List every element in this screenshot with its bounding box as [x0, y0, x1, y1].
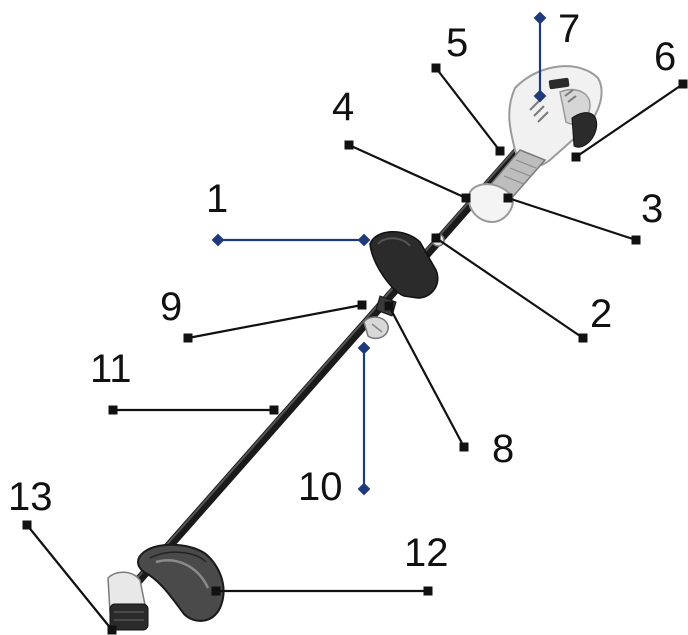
leader-marker-10-label-end	[357, 482, 371, 496]
leader-marker-4-label-end	[344, 140, 354, 150]
leader-line-4	[348, 143, 467, 200]
leader-marker-11-part-end	[269, 405, 279, 415]
leader-marker-5-part-end	[495, 146, 505, 156]
leader-marker-1-label-end	[211, 233, 225, 247]
callout-leaders	[22, 11, 688, 635]
callout-number-8: 8	[492, 427, 514, 471]
leader-marker-11-label-end	[108, 405, 118, 415]
front-handle	[369, 231, 439, 299]
callout-number-13: 13	[8, 475, 53, 519]
leader-marker-6-label-end	[678, 79, 688, 89]
leader-marker-9-part-end	[357, 300, 367, 310]
leader-marker-13-part-end	[107, 625, 117, 635]
leader-marker-3-label-end	[631, 235, 641, 245]
leader-marker-8-label-end	[459, 442, 469, 452]
string-trimmer-illustration	[107, 65, 603, 631]
leader-marker-3-part-end	[503, 193, 513, 203]
cutting-head	[107, 571, 149, 631]
leader-line-5	[435, 67, 501, 152]
leader-marker-5-label-end	[431, 63, 441, 73]
callout-number-5: 5	[446, 21, 468, 65]
callout-number-1: 1	[206, 177, 228, 221]
callout-number-4: 4	[332, 85, 354, 129]
callout-number-3: 3	[641, 187, 663, 231]
callout-number-2: 2	[590, 292, 612, 336]
leader-line-6	[575, 83, 684, 158]
leader-marker-8-part-end	[384, 301, 394, 311]
leader-marker-2-part-end	[431, 233, 441, 243]
leader-marker-2-label-end	[578, 333, 588, 343]
leader-line-9	[187, 303, 363, 340]
leader-marker-1-part-end	[357, 233, 371, 247]
leader-marker-6-part-end	[571, 152, 581, 162]
callout-number-10: 10	[298, 465, 343, 509]
leader-marker-9-label-end	[183, 333, 193, 343]
leader-line-13	[26, 524, 113, 631]
motor-housing	[508, 65, 603, 168]
leader-line-2	[435, 237, 584, 339]
leader-line-3	[507, 196, 637, 242]
leader-marker-13-label-end	[22, 520, 32, 530]
callout-number-6: 6	[654, 35, 676, 79]
leader-marker-10-part-end	[357, 341, 371, 355]
callout-number-11: 11	[90, 347, 132, 391]
leader-marker-4-part-end	[461, 193, 471, 203]
leader-marker-12-label-end	[423, 586, 433, 596]
callout-number-7: 7	[558, 7, 580, 51]
switch-collar	[467, 183, 514, 224]
callout-number-12: 12	[404, 531, 449, 575]
leader-marker-12-part-end	[211, 586, 221, 596]
callout-number-9: 9	[160, 285, 182, 329]
leader-marker-7-label-end	[533, 11, 547, 25]
leader-line-8	[388, 305, 465, 448]
callout-numbers: 1 2 3 4 5 6 7 8 9 10 11 12 13	[8, 7, 676, 575]
safety-guard	[137, 543, 225, 622]
